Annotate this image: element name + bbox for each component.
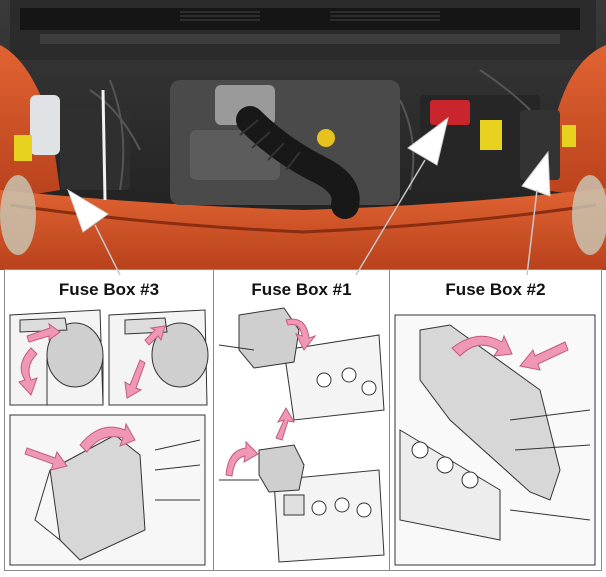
panel-fuse-box-2: Fuse Box #2: [390, 270, 601, 570]
pink-arrows: [18, 322, 166, 471]
pointer-fuse-box-3: [67, 188, 109, 233]
fuse-box-2-illustration: [394, 314, 596, 566]
panel-title: Fuse Box #2: [445, 280, 546, 299]
panel-title: Fuse Box #1: [251, 280, 352, 299]
fuse-box-1-illustration: [218, 307, 385, 563]
panel-fuse-box-1: Fuse Box #1: [214, 270, 390, 570]
instruction-panels: Fuse Box #3: [4, 269, 602, 571]
pink-arrows: [225, 318, 317, 477]
pink-arrows: [451, 334, 569, 371]
panel-title: Fuse Box #3: [58, 280, 160, 299]
fuse-box-3-illustration: [9, 309, 209, 566]
pointer-fuse-box-1: [407, 116, 449, 166]
panel-fuse-box-3: Fuse Box #3: [5, 270, 214, 570]
engine-bay-photo: [0, 0, 606, 270]
